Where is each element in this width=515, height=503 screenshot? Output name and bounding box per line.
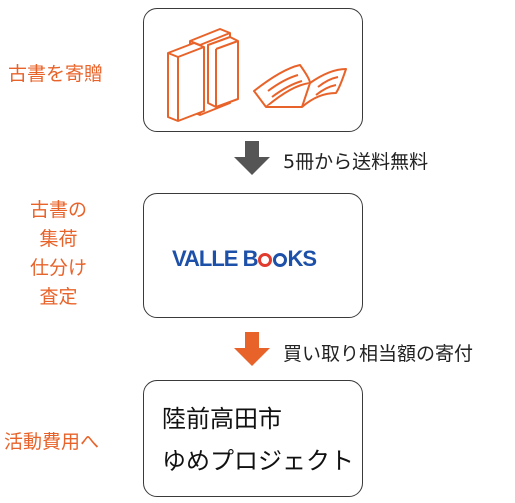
collect-line-3: 仕分け [30,257,88,279]
collect-line-2: 集荷 [39,228,78,250]
logo-ring-blue [273,253,287,267]
down-arrow-orange-icon [234,332,270,366]
destination-line-1: 陸前高田市 [162,405,282,433]
collect-line-4: 査定 [39,286,78,308]
books-box [143,8,363,132]
destination-box: 陸前高田市 ゆめプロジェクト [143,380,363,497]
free-shipping-note: 5冊から送料無料 [283,151,429,173]
collect-label: 古書の 集荷 仕分け 査定 [30,196,87,312]
down-arrow-icon [234,141,270,175]
logo-text-valle: VALLE [172,246,238,271]
use-label: 活動費用へ [4,431,100,453]
destination-line-2: ゆめプロジェクト [162,447,354,475]
valle-books-box: VALLE B KS [143,193,363,318]
valle-books-logo: VALLE B KS [172,246,318,272]
logo-text-b: B [242,246,259,271]
collect-line-1: 古書の [30,199,88,221]
books-icon [167,28,348,123]
logo-text-ks: KS [287,246,318,271]
donation-note: 買い取り相当額の寄付 [283,343,474,365]
donate-label: 古書を寄贈 [8,63,104,85]
logo-ring-red [258,253,272,267]
